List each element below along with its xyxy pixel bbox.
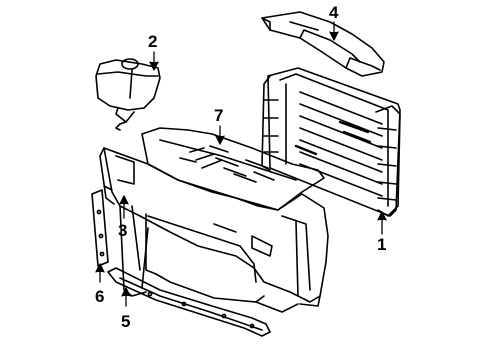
- radiator-support-part: [99, 147, 329, 313]
- support-bracket-part: [91, 189, 109, 267]
- lower-baffle-part: [107, 267, 271, 337]
- callout-3: 3: [118, 221, 128, 240]
- radiator-part: [261, 67, 401, 217]
- callout-7: 7: [214, 106, 224, 125]
- callout-6: 6: [95, 287, 105, 306]
- callout-5: 5: [121, 312, 131, 331]
- callout-1: 1: [377, 235, 387, 254]
- leader-lines: [95, 21, 387, 307]
- upper-baffle-part: [261, 11, 385, 77]
- callout-2: 2: [148, 32, 158, 51]
- callout-4: 4: [329, 3, 339, 22]
- coolant-reservoir-part: [95, 58, 161, 131]
